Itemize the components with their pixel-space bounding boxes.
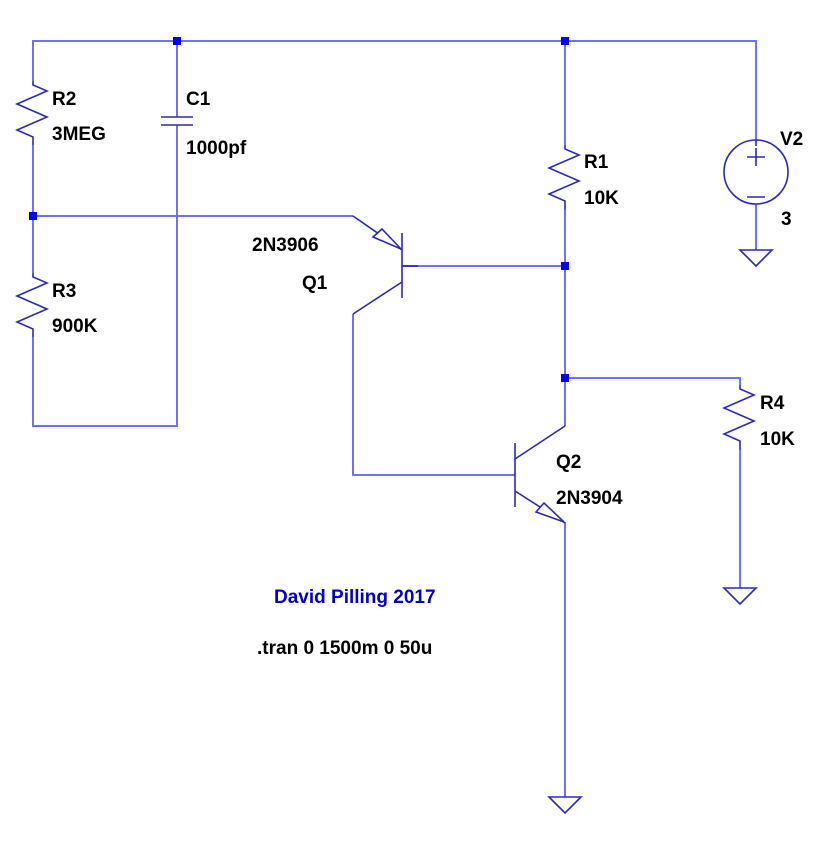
resistor-r2-symbol [14, 81, 50, 145]
resistor-r4[interactable]: R4 10K [721, 385, 795, 450]
capacitor-c1-name: C1 [186, 89, 211, 110]
ground-icon [722, 587, 758, 606]
ground-q2[interactable] [547, 796, 583, 815]
resistor-r3[interactable]: R3 900K [14, 273, 98, 337]
junction-dot [173, 37, 181, 45]
author-comment[interactable]: David Pilling 2017 [274, 587, 436, 608]
wire-c1-bottom[interactable] [32, 125, 178, 427]
ground-v2[interactable] [738, 249, 774, 268]
transistor-q2-arrow-icon [534, 501, 565, 523]
resistor-r4-name: R4 [760, 393, 785, 414]
transistor-q2-collector [514, 425, 566, 460]
resistor-r3-name: R3 [52, 281, 76, 302]
wire-q1-collector-q2-base[interactable] [352, 314, 515, 476]
ground-icon [547, 796, 583, 815]
wire-r4-top[interactable] [565, 377, 741, 385]
capacitor-c1-value: 1000pf [186, 138, 247, 159]
voltage-source-v2[interactable]: V2 3 [723, 129, 803, 230]
resistor-r4-symbol [721, 385, 757, 450]
spice-directive[interactable]: .tran 0 1500m 0 50u [257, 638, 432, 659]
transistor-q1-name: Q1 [302, 273, 328, 294]
resistor-r1-symbol [546, 145, 582, 210]
resistor-r3-value: 900K [52, 316, 98, 337]
junction-dot [29, 212, 37, 220]
voltage-source-v2-name: V2 [780, 129, 803, 150]
ground-icon [738, 249, 774, 268]
resistor-r2-value: 3MEG [52, 124, 106, 145]
capacitor-c1[interactable]: C1 1000pf [161, 89, 247, 159]
voltage-source-v2-value: 3 [781, 209, 792, 230]
resistor-r2[interactable]: R2 3MEG [14, 81, 106, 145]
junction-dot [561, 374, 569, 382]
transistor-q1[interactable]: 2N3906 Q1 [252, 215, 418, 315]
wires [32, 40, 757, 797]
resistor-r1-value: 10K [584, 188, 619, 209]
transistor-q1-arrow-icon [371, 227, 402, 250]
transistor-q1-collector [352, 281, 403, 315]
ground-r4[interactable] [722, 587, 758, 606]
resistor-r1[interactable]: R1 10K [546, 145, 619, 210]
junctions [29, 37, 569, 382]
transistor-q2-model: 2N3904 [556, 488, 623, 509]
junction-dot [561, 262, 569, 270]
junction-dot [561, 37, 569, 45]
resistor-r3-symbol [14, 273, 50, 337]
voltage-source-v2-circle [723, 139, 789, 205]
wire-top-rail[interactable] [32, 40, 757, 140]
resistor-r4-value: 10K [760, 429, 795, 450]
transistor-q2[interactable]: Q2 2N3904 [514, 425, 623, 524]
transistor-q2-name: Q2 [556, 452, 581, 473]
transistor-q1-model: 2N3906 [252, 235, 319, 256]
resistor-r2-name: R2 [52, 89, 76, 110]
resistor-r1-name: R1 [584, 152, 609, 173]
